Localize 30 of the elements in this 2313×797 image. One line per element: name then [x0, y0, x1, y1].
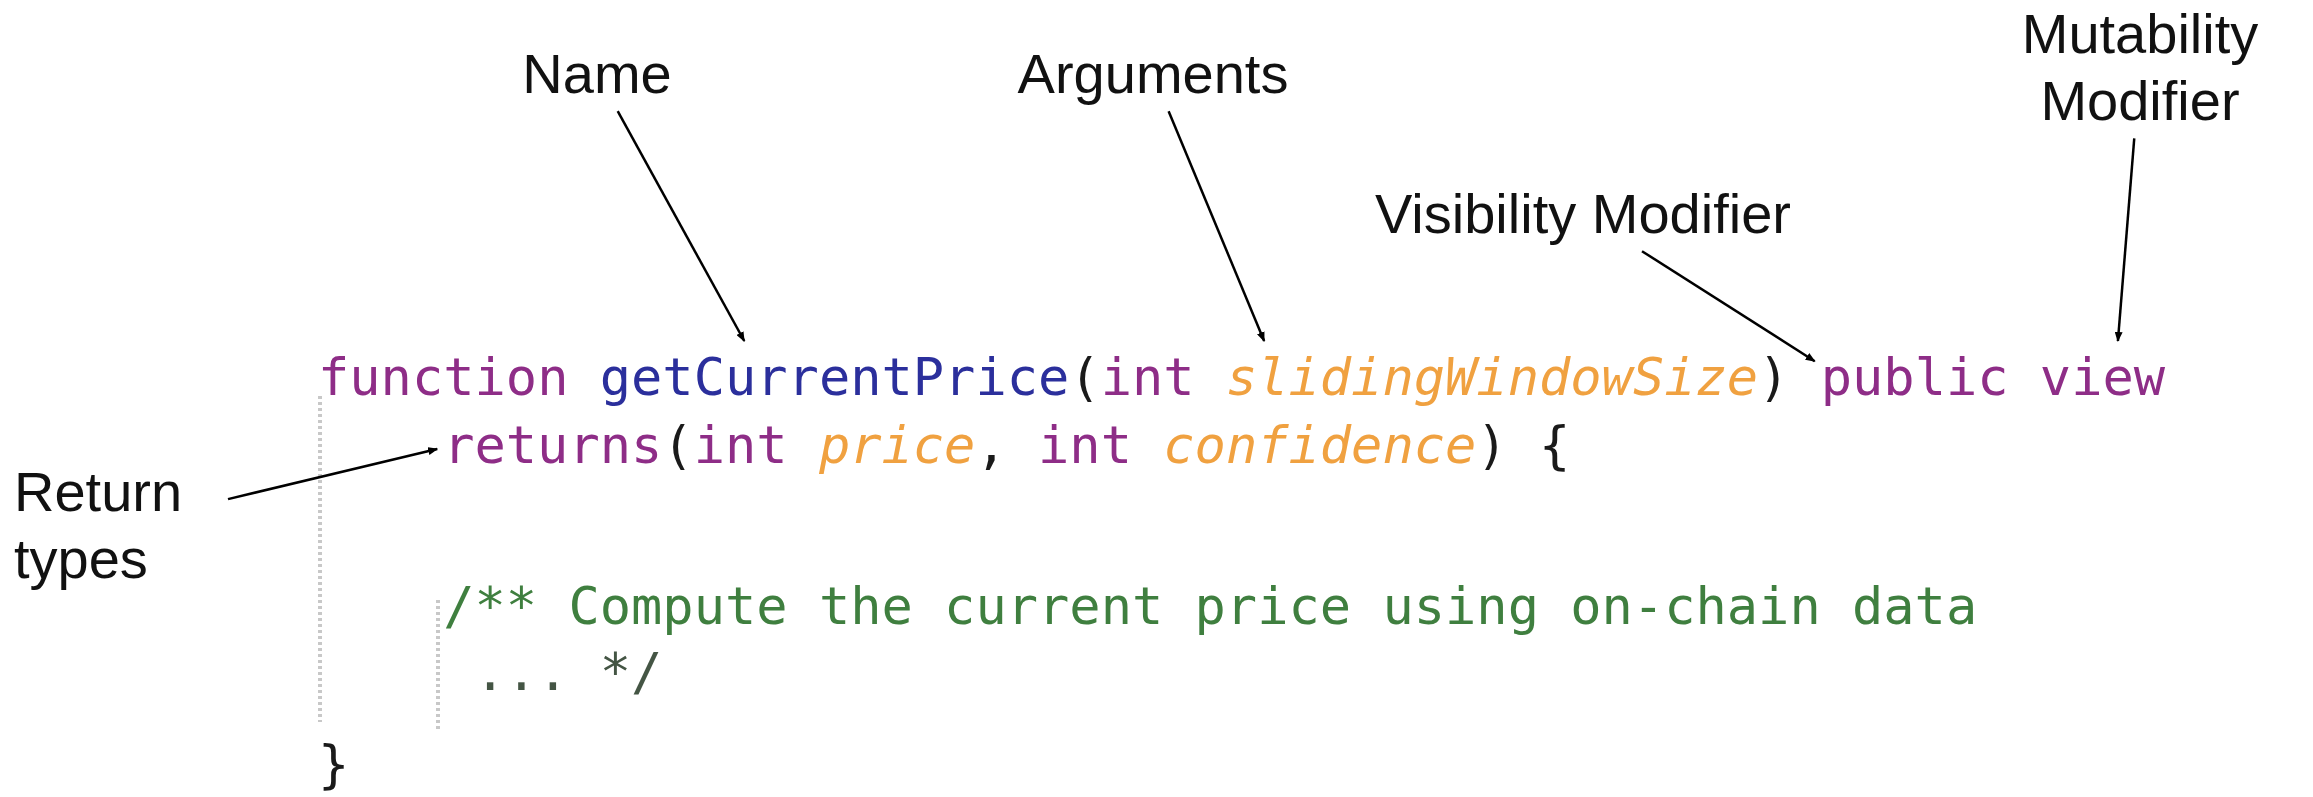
leader-line — [1167, 110, 1266, 342]
leader-line — [616, 110, 746, 342]
code-punctuation: ) — [1476, 415, 1508, 475]
keyword: returns — [443, 415, 663, 475]
leader-line — [227, 447, 439, 501]
leader-line — [2114, 138, 2136, 342]
keyword: int — [1100, 347, 1195, 407]
code-punctuation: ) — [1758, 347, 1790, 407]
code-punctuation: ( — [1069, 347, 1101, 407]
annotation-label: Name — [521, 41, 673, 107]
code-punctuation: ( — [662, 415, 694, 475]
code-comment: /** Compute the current price using on-chain data — [443, 576, 1978, 636]
annotation-label: Mutability Modifier — [2020, 1, 2260, 135]
leader-line — [1641, 250, 1816, 363]
keyword: public — [1820, 347, 2009, 407]
keyword: int — [1038, 415, 1132, 475]
keyword: function — [318, 347, 569, 407]
keyword: view — [2039, 347, 2166, 407]
code-punctuation: } — [318, 734, 350, 794]
parameter-name: confidence — [1163, 415, 1477, 475]
code-comment: ... */ — [474, 642, 663, 702]
code-punctuation: , — [975, 415, 1007, 475]
parameter-name: price — [818, 415, 976, 475]
keyword: int — [693, 415, 788, 475]
annotation-label: Visibility Modifier — [1374, 181, 1792, 247]
annotation-label: Return types — [14, 459, 184, 593]
annotation-label: Arguments — [1016, 41, 1290, 107]
parameter-name: slidingWindowSize — [1225, 347, 1759, 407]
function-name: getCurrentPrice — [599, 347, 1070, 407]
code-punctuation: { — [1538, 415, 1571, 475]
